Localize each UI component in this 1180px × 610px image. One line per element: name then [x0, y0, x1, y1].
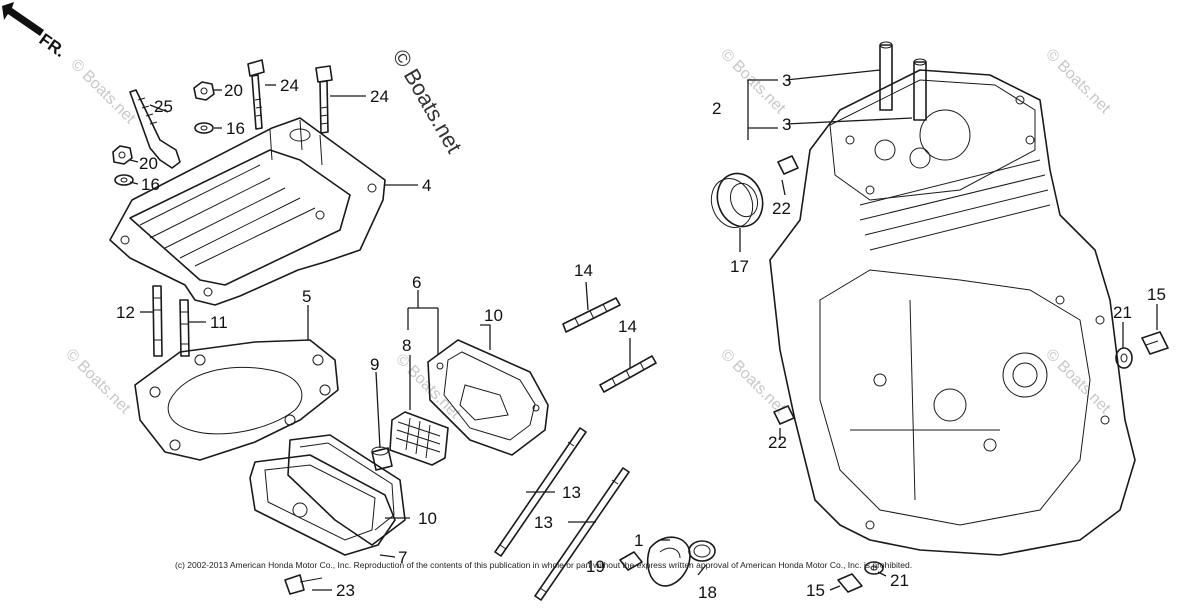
callout-11: 11	[210, 313, 228, 332]
callout-4: 4	[422, 176, 431, 195]
stud-12	[152, 285, 163, 357]
callout-10: 10	[484, 306, 503, 325]
leader-lines	[129, 69, 1158, 591]
callout-13: 13	[534, 513, 553, 532]
callout-22: 22	[772, 199, 791, 218]
nut-20-upper	[193, 81, 215, 101]
watermark: © Boats.net	[1042, 346, 1114, 418]
oil-seal	[710, 172, 764, 228]
dowel-22-upper	[777, 155, 799, 175]
callout-13: 13	[562, 483, 581, 502]
callout-14: 14	[618, 317, 637, 336]
callout-5: 5	[302, 287, 311, 306]
watermark: © Boats.net	[1042, 46, 1114, 118]
callout-18: 18	[698, 583, 717, 602]
bolt-23	[284, 574, 323, 595]
callout-15: 15	[1147, 285, 1166, 304]
callout-2: 2	[712, 99, 721, 118]
o-ring-18	[688, 540, 716, 562]
washer-16-lower	[114, 174, 134, 186]
callout-3: 3	[782, 115, 791, 134]
dowel-pin-3-lower	[913, 58, 927, 121]
washer-16-upper	[194, 122, 214, 134]
dowel-pin-3-upper	[879, 41, 893, 111]
breather-element	[389, 411, 449, 466]
callout-16: 16	[226, 119, 245, 138]
callout-1: 1	[634, 531, 643, 550]
copyright-notice: (c) 2002-2013 American Honda Motor Co., …	[175, 560, 912, 570]
callout-21: 21	[890, 571, 909, 590]
bolt-24-right	[315, 65, 333, 134]
stud-14-upper	[562, 297, 621, 333]
watermark: © Boats.net	[67, 56, 139, 128]
callout-19: 19	[586, 557, 605, 576]
fitting-19	[619, 551, 643, 571]
breather-plate	[427, 339, 549, 456]
collar-9	[371, 446, 393, 471]
long-stud-13-left	[494, 427, 587, 557]
head-cover	[249, 454, 396, 556]
watermarks: © Boats.net © Boats.net © Boats.net © Bo…	[62, 45, 1114, 423]
head-cover-gasket	[287, 434, 406, 546]
crankcase-cylinder-block	[769, 69, 1136, 556]
callout-17: 17	[730, 257, 749, 276]
callout-7: 7	[398, 548, 407, 567]
callout-20: 20	[224, 81, 243, 100]
head-gasket	[134, 339, 339, 461]
callout-labels: 25 20 16 20 16 24 24 4 12 11 5 6 8 9 10 …	[116, 71, 1166, 602]
watermark: © Boats.net	[717, 346, 789, 418]
callout-6: 6	[412, 273, 421, 292]
drain-plug-15-right	[1141, 331, 1169, 355]
callout-15: 15	[806, 581, 825, 600]
washer-21-bottom	[864, 561, 884, 575]
breather-tube-1	[646, 536, 691, 587]
stud-11	[179, 299, 190, 357]
long-stud-13-right	[534, 467, 630, 601]
watermark: © Boats.net	[62, 346, 134, 418]
front-direction-indicator: FR.	[2, 2, 69, 61]
callout-3: 3	[782, 71, 791, 90]
front-arrow-icon	[2, 2, 44, 36]
washer-21-right	[1115, 347, 1133, 369]
callout-21: 21	[1113, 303, 1132, 322]
callout-22: 22	[768, 433, 787, 452]
callout-20: 20	[139, 154, 158, 173]
callout-8: 8	[402, 336, 411, 355]
callout-25: 25	[154, 97, 173, 116]
watermark-main: © Boats.net	[388, 45, 467, 157]
callout-14: 14	[574, 261, 593, 280]
spark-plug	[129, 89, 181, 169]
callout-16: 16	[141, 175, 160, 194]
drain-plug-15-bottom	[837, 573, 863, 593]
callout-24: 24	[370, 87, 389, 106]
callout-24: 24	[280, 76, 299, 95]
cylinder-head	[109, 117, 386, 306]
callout-23: 23	[336, 581, 355, 600]
watermark: © Boats.net	[717, 46, 789, 118]
nut-20-lower	[112, 145, 133, 165]
bolt-24-left	[247, 59, 265, 130]
stud-14-lower	[599, 355, 657, 393]
callout-12: 12	[116, 303, 135, 322]
callout-10: 10	[418, 509, 437, 528]
dowel-22-lower	[773, 405, 795, 425]
callout-9: 9	[370, 355, 379, 374]
